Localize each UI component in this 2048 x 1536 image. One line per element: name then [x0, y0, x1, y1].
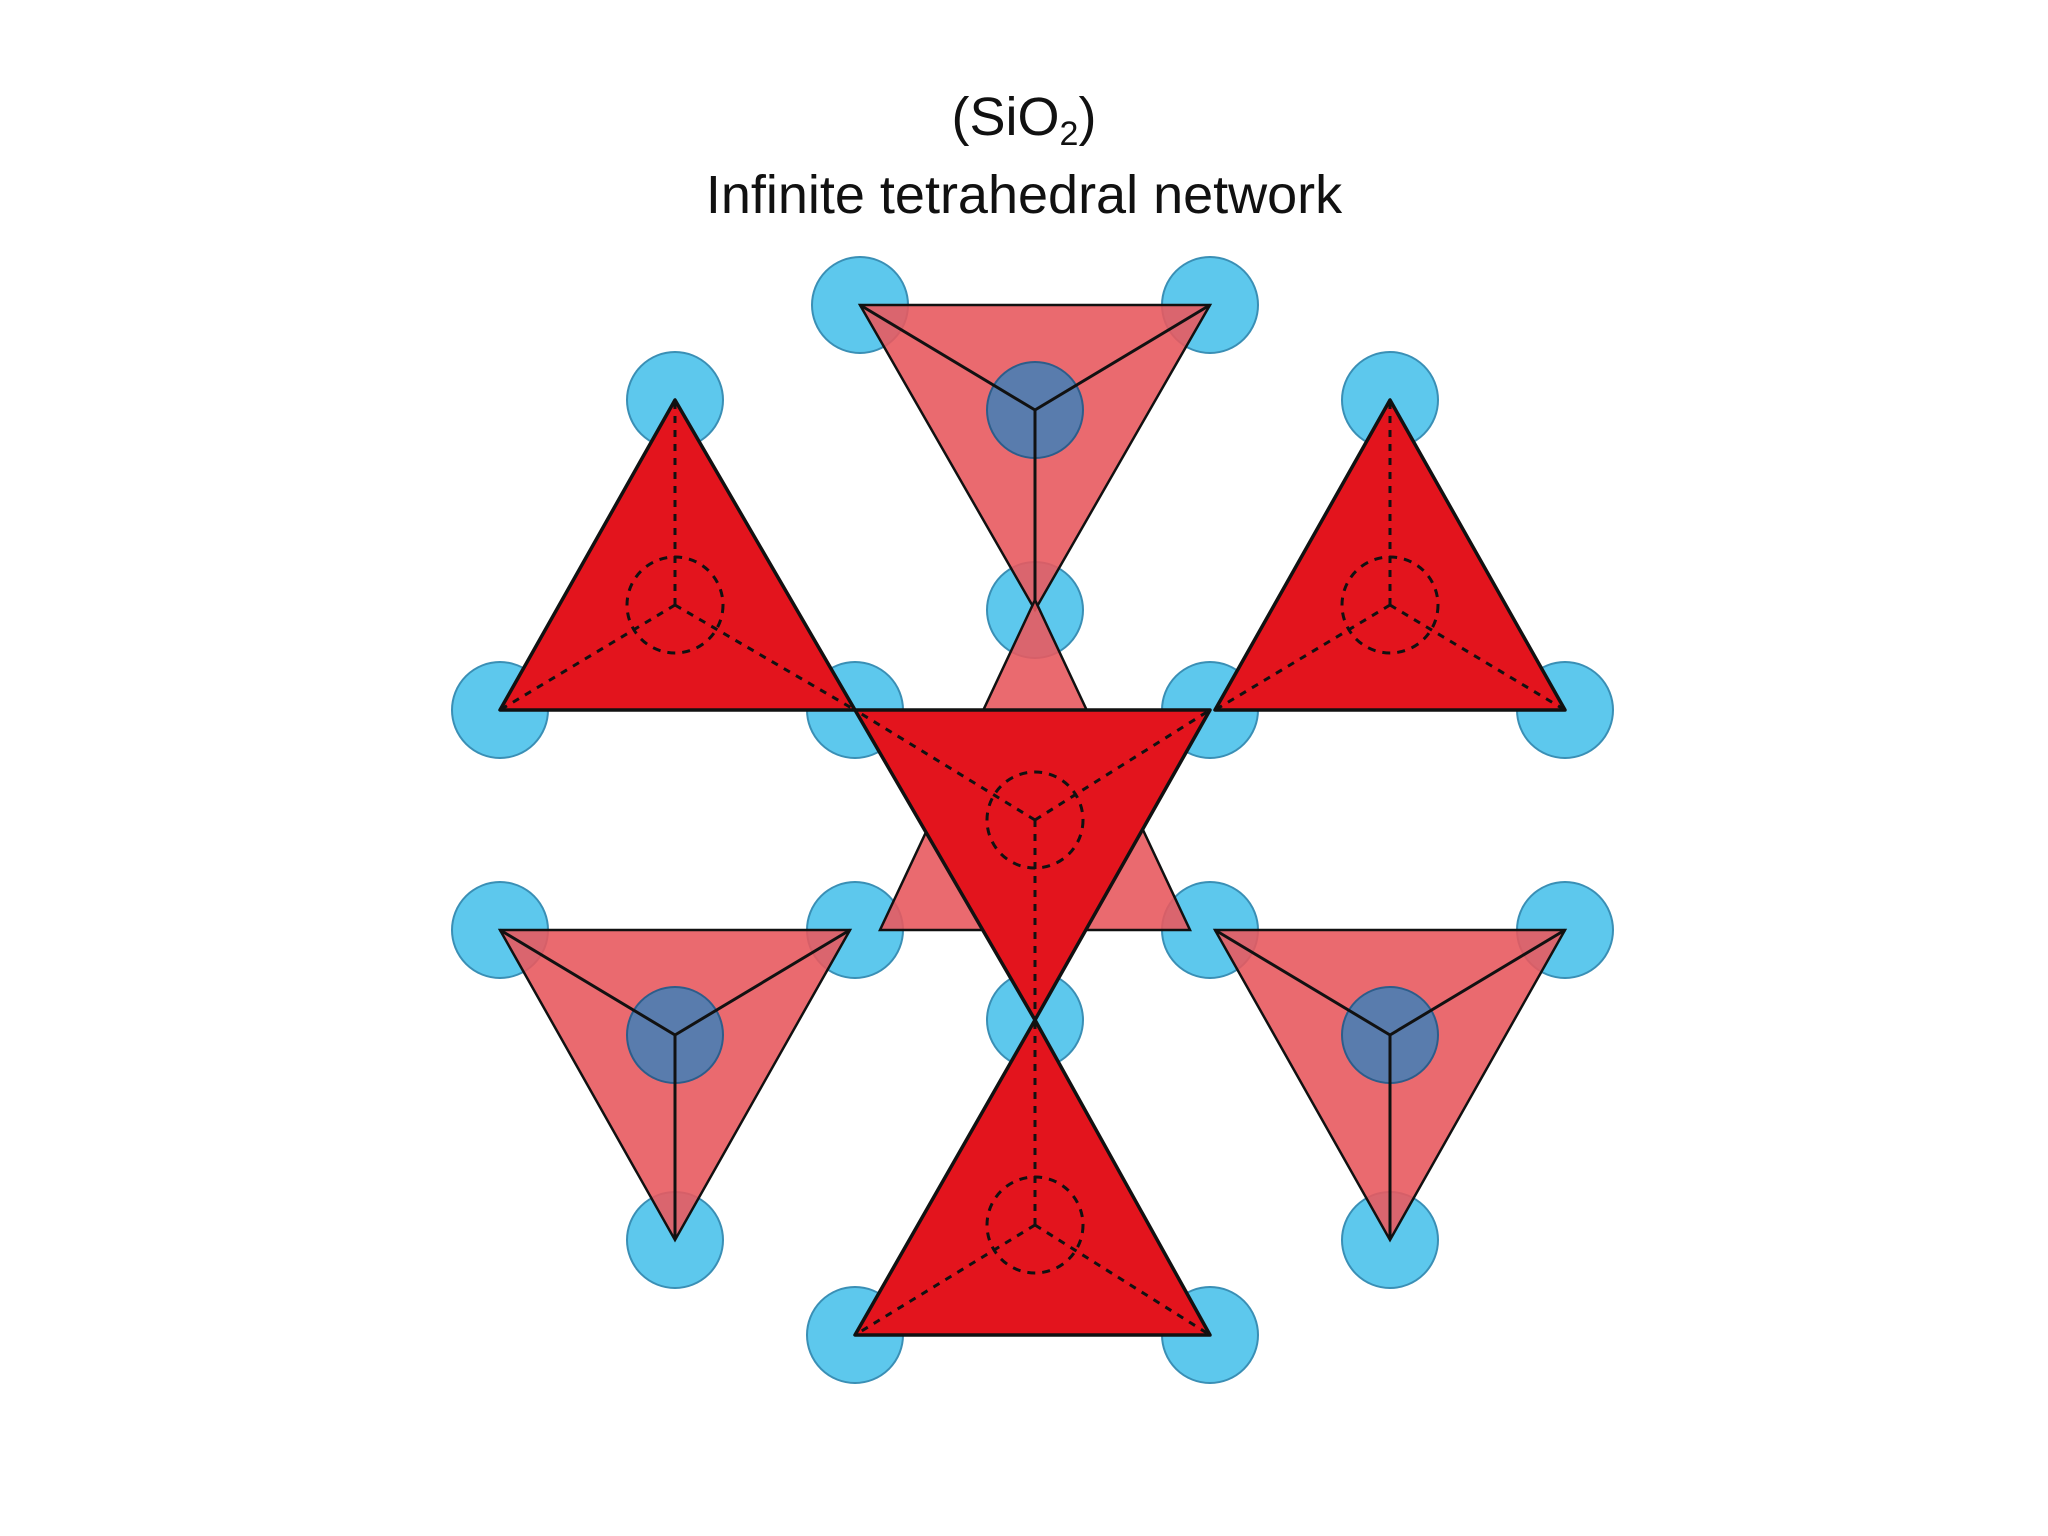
bond-back-1-2 — [1034, 303, 1211, 412]
bond-back-1-1 — [859, 303, 1036, 412]
formula-subscript: 2 — [1059, 115, 1079, 153]
formula-label: (SiO2) — [0, 78, 2048, 156]
front-tetrahedron-1 — [498, 398, 857, 712]
bond-back-3-1 — [1214, 928, 1391, 1037]
network-label: Infinite tetrahedral network — [705, 165, 1343, 225]
formula-prefix: (SiO — [951, 87, 1060, 147]
bond-back-2-1 — [499, 928, 676, 1037]
formula-suffix: ) — [1078, 87, 1097, 147]
bond-back-3-2 — [1389, 928, 1566, 1037]
bond-hidden-2-3 — [1389, 603, 1566, 712]
front-layer — [498, 398, 1567, 1337]
bond-hidden-2-2 — [1214, 603, 1391, 712]
bond-back-2-2 — [674, 928, 851, 1037]
bond-hidden-4-3 — [1034, 1223, 1211, 1337]
front-tetrahedron-2 — [1213, 398, 1567, 712]
bond-hidden-1-2 — [499, 603, 676, 712]
bond-hidden-1-3 — [674, 603, 856, 712]
bond-hidden-3-2 — [1034, 708, 1211, 822]
diagram-title: (SiO2) Infinite tetrahedral network — [0, 78, 2048, 234]
front-tetrahedron-3 — [853, 708, 1212, 1022]
front-tetrahedron-4 — [853, 1018, 1212, 1337]
